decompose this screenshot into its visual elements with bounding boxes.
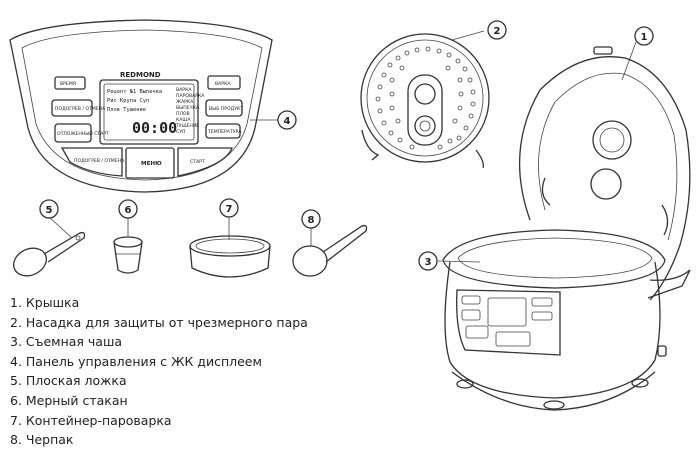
lcd-row-3: Плов Тушение bbox=[107, 107, 146, 113]
legend-item: 7. Контейнер-пароварка bbox=[10, 412, 172, 428]
warm-cancel-label: ПОДОГРЕВ / ОТМЕНА bbox=[74, 158, 125, 164]
steam-container bbox=[189, 216, 271, 278]
mode-label: ВЫПЕЧКА bbox=[176, 105, 200, 111]
steam-valve-holes bbox=[375, 46, 476, 150]
select-product-button[interactable] bbox=[205, 99, 243, 117]
mode-label: ТУШЕНИЕ bbox=[175, 123, 199, 129]
parts-legend: 1. Крышка 2. Насадка для защиты от чрезм… bbox=[10, 293, 340, 450]
callout-4-number: 4 bbox=[284, 116, 291, 127]
ladle bbox=[292, 224, 368, 277]
mode-label: ПАРОВАРКА bbox=[176, 93, 205, 99]
mode-label: КАША bbox=[176, 117, 191, 123]
time-button[interactable] bbox=[54, 76, 86, 90]
legend-item: 4. Панель управления с ЖК дисплеем bbox=[10, 353, 262, 369]
warm-cancel-button[interactable] bbox=[60, 147, 123, 177]
callout-1: 1 bbox=[634, 26, 654, 46]
callout-5: 5 bbox=[39, 199, 59, 219]
legend-item: 3. Съемная чаша bbox=[10, 334, 123, 350]
select-product-label: ВЫБ ПРОДУКТ bbox=[209, 106, 243, 112]
panel-right-buttons: ВАРКА ВЫБ ПРОДУКТ ТЕМПЕРАТУРА bbox=[205, 75, 243, 139]
callout-8-number: 8 bbox=[308, 215, 315, 226]
measuring-cup bbox=[113, 216, 143, 274]
multicooker-body bbox=[442, 229, 691, 411]
panel-mode-labels: ВАРКА ПАРОВАРКА ЖАРКА ВЫПЕЧКА ПЛОВ КАША … bbox=[175, 87, 205, 135]
callout-6: 6 bbox=[118, 199, 138, 219]
mode-label: ЖАРКА bbox=[176, 99, 194, 105]
legend-item: 5. Плоская ложка bbox=[10, 373, 127, 389]
flat-spoon bbox=[12, 216, 86, 277]
warm-cancel-left-button[interactable] bbox=[51, 99, 93, 117]
callout-4: 4 bbox=[277, 110, 297, 130]
panel-left-buttons: ВРЕМЯ ПОДОГРЕВ / ОТМЕНА ОТЛОЖЕННЫЙ СТАРТ bbox=[51, 76, 109, 143]
cook-button[interactable] bbox=[207, 75, 241, 90]
cook-button-label: ВАРКА bbox=[215, 81, 231, 87]
time-button-label: ВРЕМЯ bbox=[60, 81, 76, 87]
mode-label: СУП bbox=[176, 129, 185, 135]
legend-item: 6. Мерный стакан bbox=[10, 392, 128, 408]
multicooker bbox=[437, 41, 691, 411]
callout-3-number: 3 bbox=[425, 257, 432, 268]
legend-item: 2. Насадка для защиты от чрезмерного пар… bbox=[10, 314, 308, 330]
multicooker-front-panel bbox=[456, 289, 561, 356]
callout-3: 3 bbox=[418, 251, 438, 271]
menu-button-label: МЕНЮ bbox=[141, 161, 162, 167]
start-button-label: СТАРТ bbox=[190, 159, 205, 165]
control-panel: REDMOND ВРЕМЯ ПОДОГРЕВ / ОТМЕНА ОТЛОЖЕНН… bbox=[9, 19, 279, 193]
callout-1-number: 1 bbox=[641, 32, 648, 43]
lcd-row-2: Рис Крупа Суп bbox=[107, 98, 149, 104]
multicooker-lid bbox=[518, 41, 691, 301]
mode-label: ВАРКА bbox=[176, 87, 192, 93]
temperature-label: ТЕМПЕРАТУРА bbox=[207, 129, 242, 135]
panel-bottom-buttons: ПОДОГРЕВ / ОТМЕНА МЕНЮ СТАРТ bbox=[60, 147, 233, 179]
panel-brand: REDMOND bbox=[120, 71, 161, 79]
mode-label: ПЛОВ bbox=[176, 111, 190, 117]
legend-item: 8. Черпак bbox=[10, 432, 74, 448]
panel-lcd: Рецепт №1 Выпечка Рис Крупа Суп Плов Туш… bbox=[99, 79, 199, 145]
steam-valve-insert bbox=[360, 30, 490, 169]
lcd-time: 00:00 bbox=[132, 119, 177, 137]
callout-6-number: 6 bbox=[125, 205, 132, 216]
menu-button[interactable] bbox=[125, 147, 175, 179]
start-button[interactable] bbox=[177, 147, 233, 177]
temperature-button[interactable] bbox=[205, 123, 241, 139]
delayed-start-label: ОТЛОЖЕННЫЙ СТАРТ bbox=[57, 130, 109, 137]
lcd-row-1: Рецепт №1 Выпечка bbox=[107, 89, 162, 95]
callout-7-number: 7 bbox=[226, 204, 233, 215]
multicooker-feet bbox=[456, 378, 649, 410]
callout-7: 7 bbox=[219, 198, 239, 218]
callout-2-number: 2 bbox=[494, 26, 501, 37]
delayed-start-button[interactable] bbox=[54, 123, 92, 143]
legend-item: 1. Крышка bbox=[10, 295, 80, 310]
callout-2: 2 bbox=[487, 20, 507, 40]
callout-8: 8 bbox=[301, 209, 321, 229]
callout-5-number: 5 bbox=[46, 205, 53, 216]
warm-cancel-left-label: ПОДОГРЕВ / ОТМЕНА bbox=[55, 106, 106, 112]
